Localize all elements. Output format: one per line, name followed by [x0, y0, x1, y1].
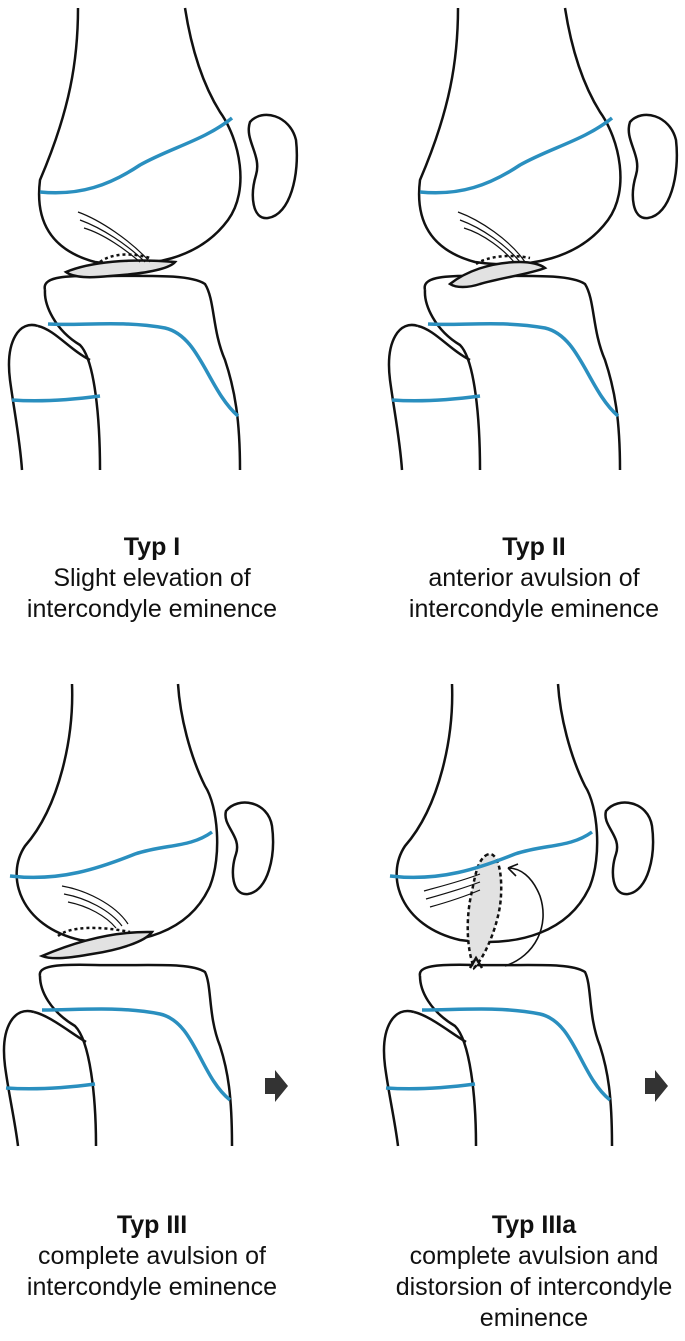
fibula-growth-plate: [12, 396, 100, 401]
knee-illustration: [380, 676, 680, 1146]
eminence-fragment: [450, 262, 545, 287]
tibia-front-outline: [40, 976, 96, 1146]
arrow-icon: [265, 1070, 288, 1102]
femur-growth-plate: [10, 832, 212, 877]
fibula-growth-plate: [6, 1084, 95, 1089]
knee-diagram-typ-i: [0, 0, 300, 470]
description-line: intercondyle eminence: [364, 594, 685, 625]
caption-typ-iii: Typ III complete avulsion of intercondyl…: [0, 1210, 322, 1303]
description-line: Slight elevation of: [0, 563, 322, 594]
tibia-outline: [425, 276, 620, 470]
fibula-growth-plate: [392, 396, 480, 401]
type-label: Typ I: [124, 533, 180, 561]
tibia-growth-plate: [428, 324, 618, 416]
caption-typ-i: Typ I Slight elevation of intercondyle e…: [0, 532, 322, 625]
description-line: distorsion of intercondyle: [364, 1272, 685, 1303]
description-line: intercondyle eminence: [0, 594, 322, 625]
caption-typ-ii: Typ II anterior avulsion of intercondyle…: [364, 532, 685, 625]
description-line: intercondyle eminence: [0, 1272, 322, 1303]
patella-outline: [629, 115, 677, 218]
tibia-front-outline: [45, 290, 100, 470]
tibia-outline: [45, 276, 240, 470]
femur-outline: [39, 8, 240, 264]
fibula-outline: [389, 325, 418, 470]
ligament-fiber: [68, 902, 116, 928]
type-label: Typ IIIa: [492, 1211, 576, 1239]
knee-diagram-typ-iii: [0, 676, 300, 1146]
femur-outline: [17, 684, 218, 942]
description-line: complete avulsion of: [0, 1241, 322, 1272]
tibia-front-outline: [425, 290, 480, 470]
fibula-outline: [4, 1011, 34, 1146]
patella-outline: [605, 803, 653, 895]
eminence-fragment-distorted: [468, 854, 502, 968]
patella-outline: [249, 115, 297, 218]
tibia-outline: [40, 965, 232, 1146]
fibula-outline: [384, 1011, 414, 1146]
fibula-growth-plate: [386, 1084, 475, 1089]
tibia-front-outline: [420, 976, 476, 1146]
tibia-outline: [420, 965, 612, 1146]
tibia-growth-plate: [48, 324, 238, 416]
femur-growth-plate: [40, 118, 232, 193]
fibula-outline: [9, 325, 38, 470]
knee-illustration: [0, 0, 300, 470]
eminence-fragment: [66, 260, 175, 277]
knee-illustration: [0, 676, 300, 1146]
knee-illustration: [380, 0, 680, 470]
rotation-arrow: [505, 868, 543, 966]
caption-typ-iiia: Typ IIIa complete avulsion and distorsio…: [364, 1210, 685, 1334]
femur-outline: [419, 8, 620, 264]
type-label: Typ II: [502, 533, 565, 561]
description-line: eminence: [364, 1303, 685, 1334]
femur-growth-plate: [420, 118, 612, 193]
knee-diagram-typ-ii: [380, 0, 680, 470]
description-line: complete avulsion and: [364, 1241, 685, 1272]
arrow-icon: [645, 1070, 668, 1102]
type-label: Typ III: [117, 1211, 187, 1239]
knee-diagram-typ-iiia: [380, 676, 680, 1146]
description-line: anterior avulsion of: [364, 563, 685, 594]
patella-outline: [225, 803, 273, 895]
